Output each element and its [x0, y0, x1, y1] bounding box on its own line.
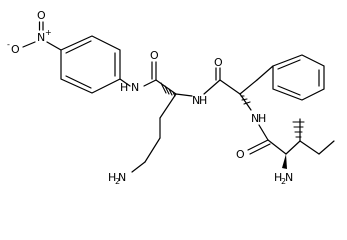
atom-label-amide3-n: N	[251, 112, 259, 125]
atom-labels: O N + O - N H O O N H N H O N H 2 N H 2	[7, 9, 293, 186]
atom-label-amide1-o: O	[150, 49, 159, 62]
bond-c3-ile-alpha	[267, 139, 287, 155]
bond-ile-ethyl-2	[318, 140, 335, 155]
atom-label-ile-h: H	[274, 171, 282, 184]
atom-label-amide2-o: O	[214, 56, 223, 69]
bond-calpha-n2	[175, 93, 193, 97]
nitrophenyl-ring	[60, 35, 121, 94]
atom-label-anilide-n: N	[131, 81, 139, 94]
bond-c3-o	[247, 139, 269, 151]
bond-ring-nh	[119, 78, 131, 87]
bond-n3-c3	[258, 124, 269, 141]
phenyl-double-3	[277, 85, 301, 96]
bond-phe-n3	[239, 93, 252, 111]
bond-n-ring	[46, 41, 62, 51]
bond-lys-3	[144, 137, 161, 163]
atom-label-nitro-n-charge: +	[45, 28, 52, 37]
stereo-bonds	[160, 82, 305, 169]
bond-ch2-ring	[256, 65, 274, 81]
atom-label-lys-sub: 2	[115, 177, 120, 186]
atom-label-nitro-o-charge: -	[7, 40, 10, 49]
atom-label-ile-n: N	[285, 171, 293, 184]
atom-label-lys-h: H	[108, 171, 116, 184]
bond-lines	[22, 21, 335, 173]
bond-n-o-left	[22, 41, 36, 48]
bond-ile-ethyl-1	[299, 140, 320, 155]
atom-label-amide3-o: O	[236, 148, 245, 161]
ring-double-3	[65, 75, 92, 89]
atom-label-anilide-h: H	[120, 81, 128, 94]
hashed-bond-ile-beta	[292, 121, 305, 138]
bond-lys-4	[131, 161, 146, 173]
atom-label-ile-sub: 2	[281, 177, 286, 186]
atom-label-amide3-h: H	[258, 112, 266, 125]
wedge-bond-ile-alpha	[282, 154, 287, 169]
atom-label-nitro-o-left: O	[11, 43, 20, 56]
bond-n2-c2	[203, 79, 221, 95]
phenyl-double-1	[277, 59, 301, 70]
phenyl-ring	[272, 54, 325, 101]
atom-label-nitro-n: N	[37, 31, 45, 44]
atom-label-nitro-o-top: O	[37, 9, 46, 22]
bond-ile-beta	[285, 140, 301, 155]
atom-label-amide2-n: N	[192, 94, 200, 107]
hashed-bond-phe-alpha	[240, 95, 251, 105]
bond-nh-carbonyl	[143, 79, 157, 87]
bond-c3-o-double	[249, 143, 271, 155]
bond-phe-ch2	[239, 79, 258, 95]
atom-label-lys-n: N	[118, 171, 126, 184]
bond-lys-1	[159, 93, 177, 119]
chemical-structure-diagram: O N + O - N H O O N H N H O N H 2 N H 2	[7, 9, 335, 186]
hashed-bond-lys-alpha	[160, 82, 176, 97]
atom-label-amide2-h: H	[199, 94, 207, 107]
bond-c2-phe-alpha	[219, 79, 241, 95]
ring-double-1	[65, 40, 92, 54]
